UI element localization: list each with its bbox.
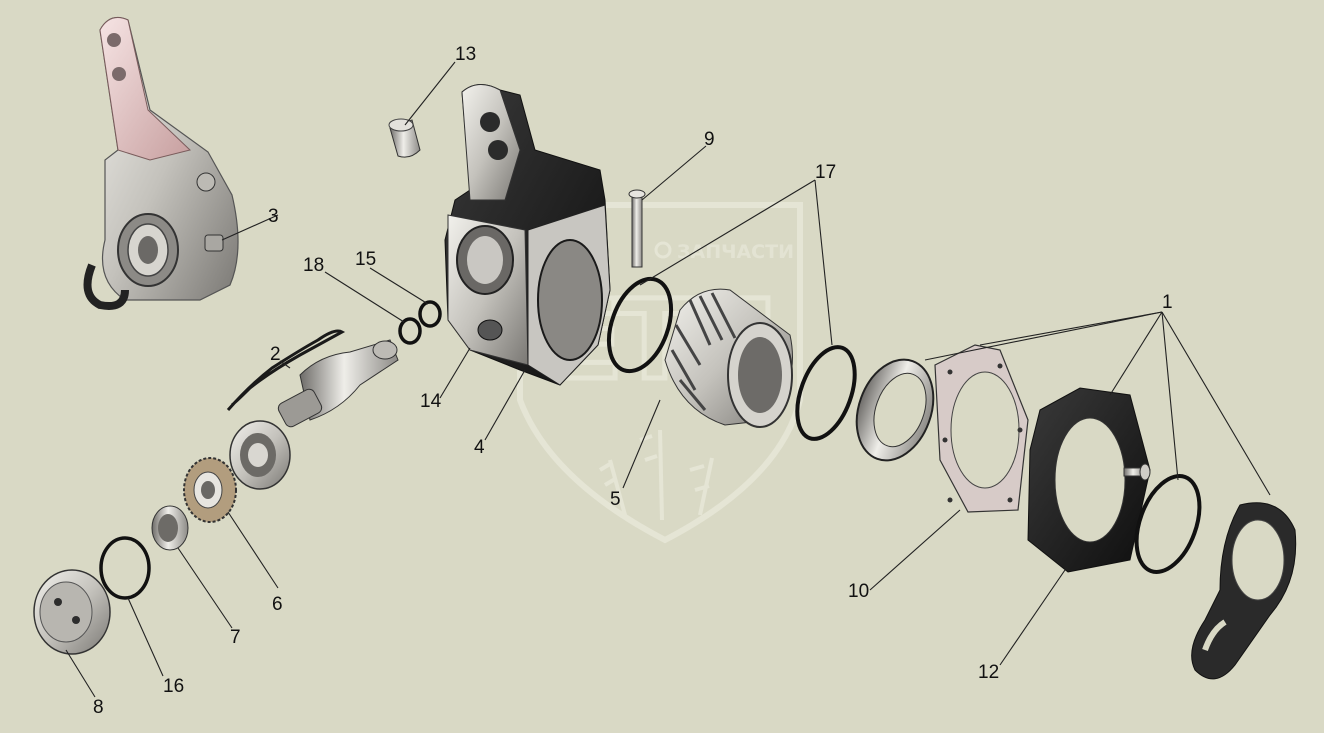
callout-13: 13 <box>455 44 476 65</box>
leader-lines <box>65 61 1271 698</box>
watermark-shield <box>517 202 803 544</box>
part-9-bolt <box>628 189 646 268</box>
part-1-screw <box>1123 463 1151 481</box>
callout-6: 6 <box>272 594 283 615</box>
part-1-o-ring <box>1134 474 1202 574</box>
part-15-ring <box>418 300 442 328</box>
callout-15: 15 <box>355 249 376 270</box>
part-18-ring <box>398 317 422 345</box>
part-3-slack-adjuster-assembly <box>83 17 239 310</box>
wheat-icon <box>598 429 714 521</box>
callout-7: 7 <box>230 627 241 648</box>
watermark-text: ЗАПЧАСТИ <box>677 241 794 263</box>
part-5-roller-bearing <box>664 288 793 428</box>
callout-9: 9 <box>704 129 715 150</box>
part-14-housing <box>444 84 611 386</box>
callout-14: 14 <box>420 391 442 412</box>
callout-8: 8 <box>93 697 104 718</box>
callout-16: 16 <box>163 676 184 697</box>
gear-icon <box>654 241 672 259</box>
part-7-spring <box>151 505 189 551</box>
part-1-seal-ring <box>855 358 935 462</box>
part-1-boot-cover <box>1191 502 1297 680</box>
callout-1: 1 <box>1162 292 1173 313</box>
part-8-cap <box>33 569 111 655</box>
part-6-gear <box>183 457 237 523</box>
worm-shaft <box>277 339 399 428</box>
worm-gear <box>229 420 291 490</box>
part-17-o-ring-left <box>606 276 674 374</box>
callout-3: 3 <box>268 206 279 227</box>
callout-labels: 1 2 3 4 5 6 7 8 9 10 12 13 14 15 16 17 1… <box>93 44 1173 718</box>
callout-17: 17 <box>815 162 836 183</box>
callout-10: 10 <box>848 581 869 602</box>
callout-5: 5 <box>610 489 621 510</box>
part-13-plug <box>388 118 421 158</box>
part-16-o-ring <box>99 536 151 600</box>
part-17-o-ring-right <box>795 345 857 441</box>
callout-18: 18 <box>303 255 324 276</box>
callout-4: 4 <box>474 437 485 458</box>
part-12-gasket <box>1027 387 1151 573</box>
part-1-cover-plate <box>934 344 1029 513</box>
callout-2: 2 <box>270 344 281 365</box>
callout-12: 12 <box>978 662 999 683</box>
part-2-spring-clip <box>226 329 346 411</box>
